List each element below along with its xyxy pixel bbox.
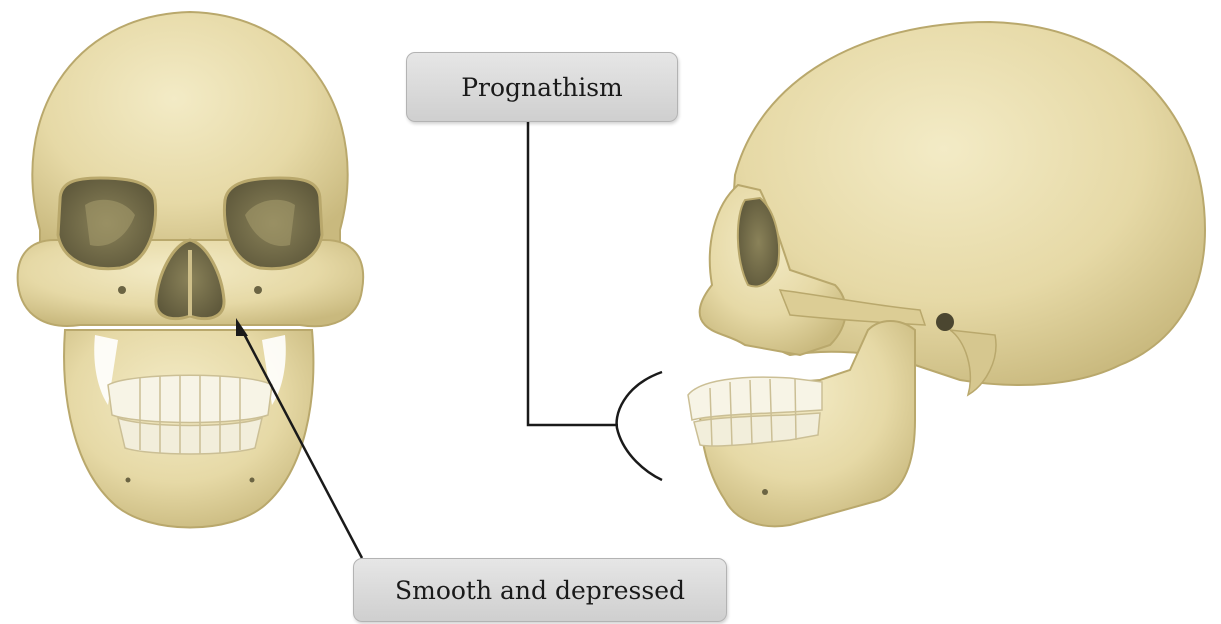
- frontal-foramen-right: [254, 286, 262, 294]
- frontal-skull: [18, 12, 364, 528]
- lateral-skull: [688, 22, 1205, 526]
- lateral-mental-foramen: [762, 489, 768, 495]
- prognathism-leader-line: [528, 122, 618, 425]
- ear-canal: [936, 313, 954, 331]
- smooth-depressed-label: Smooth and depressed: [353, 558, 727, 622]
- prognathism-bracket: [617, 372, 662, 480]
- frontal-upper-teeth: [108, 375, 272, 422]
- prognathism-label: Prognathism: [406, 52, 678, 122]
- mental-foramen-right: [250, 478, 255, 483]
- mental-foramen-left: [126, 478, 131, 483]
- frontal-foramen-left: [118, 286, 126, 294]
